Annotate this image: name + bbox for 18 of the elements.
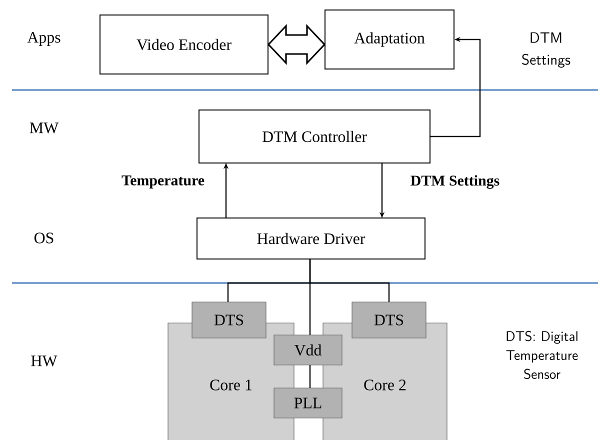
process-box: Hardware Driver [196,218,426,260]
component-box: Vdd [274,334,342,366]
connector-line [309,259,390,302]
connector-line [309,365,311,388]
component-box: DTS [192,302,266,338]
process-box: Adaptation [324,10,454,70]
layer-label: OS [34,232,54,244]
process-box: DTM Controller [198,110,430,164]
edge-label: Temperature [122,176,204,188]
process-box: Video Encoder [100,14,268,74]
component-box: PLL [274,388,342,418]
layer-label: Apps [27,32,60,46]
layer-label: MW [30,122,59,134]
legend-note: DTS: Digital Temperature Sensor [506,330,578,380]
component-box: DTS [352,302,426,338]
edge-label: DTM Settings [522,32,570,68]
layer-label: HW [31,356,58,366]
edge-label: DTM Settings [410,175,500,189]
